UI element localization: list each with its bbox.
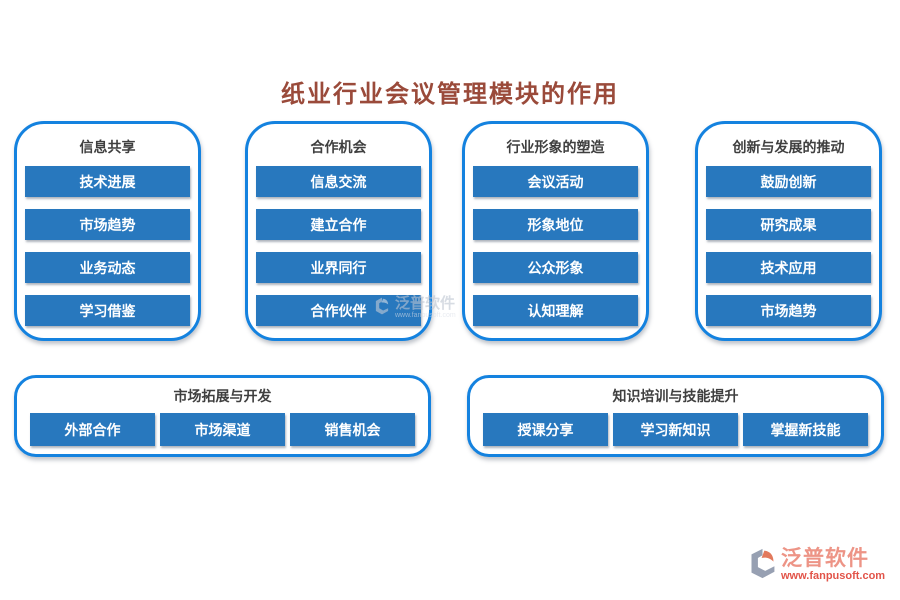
- fanpu-logo-icon: [746, 547, 779, 585]
- group-card-market-expansion: 市场拓展与开发 外部合作 市场渠道 销售机会: [14, 375, 431, 457]
- group-card-industry-image: 行业形象的塑造 会议活动 形象地位 公众形象 认知理解: [462, 121, 649, 341]
- group-item: 形象地位: [473, 209, 638, 240]
- brand-name: 泛普软件: [781, 546, 869, 570]
- item-row: 外部合作 市场渠道 销售机会: [17, 406, 428, 446]
- group-item: 授课分享: [483, 413, 608, 446]
- group-title: 信息共享: [79, 139, 136, 155]
- group-item: 建立合作: [256, 209, 421, 240]
- group-item: 合作伙伴: [256, 295, 421, 326]
- group-item: 技术应用: [706, 252, 871, 283]
- group-item: 销售机会: [290, 413, 415, 446]
- group-item: 学习借鉴: [25, 295, 190, 326]
- group-title: 市场拓展与开发: [173, 388, 272, 404]
- group-item: 市场渠道: [160, 413, 285, 446]
- group-item: 会议活动: [473, 166, 638, 197]
- brand-url: www.fanpusoft.com: [781, 570, 886, 582]
- group-title: 创新与发展的推动: [732, 139, 845, 155]
- group-title: 知识培训与技能提升: [612, 388, 739, 404]
- group-card-information-sharing: 信息共享 技术进展 市场趋势 业务动态 学习借鉴: [14, 121, 201, 341]
- group-item: 技术进展: [25, 166, 190, 197]
- group-card-cooperation-opportunities: 合作机会 信息交流 建立合作 业界同行 合作伙伴: [245, 121, 432, 341]
- group-item: 公众形象: [473, 252, 638, 283]
- group-item: 认知理解: [473, 295, 638, 326]
- group-item: 外部合作: [30, 413, 155, 446]
- page-title: 纸业行业会议管理模块的作用: [281, 82, 619, 108]
- group-item: 学习新知识: [613, 413, 738, 446]
- group-item: 业务动态: [25, 252, 190, 283]
- group-item: 市场趋势: [25, 209, 190, 240]
- group-item: 业界同行: [256, 252, 421, 283]
- brand-logo: 泛普软件 www.fanpusoft.com: [746, 547, 885, 585]
- group-item: 信息交流: [256, 166, 421, 197]
- group-item: 鼓励创新: [706, 166, 871, 197]
- item-row: 授课分享 学习新知识 掌握新技能: [470, 406, 881, 446]
- group-title: 合作机会: [310, 139, 367, 155]
- group-card-knowledge-training: 知识培训与技能提升 授课分享 学习新知识 掌握新技能: [467, 375, 884, 457]
- group-item: 研究成果: [706, 209, 871, 240]
- group-item: 掌握新技能: [743, 413, 868, 446]
- group-title: 行业形象的塑造: [506, 139, 605, 155]
- group-item: 市场趋势: [706, 295, 871, 326]
- group-card-innovation-development: 创新与发展的推动 鼓励创新 研究成果 技术应用 市场趋势: [695, 121, 882, 341]
